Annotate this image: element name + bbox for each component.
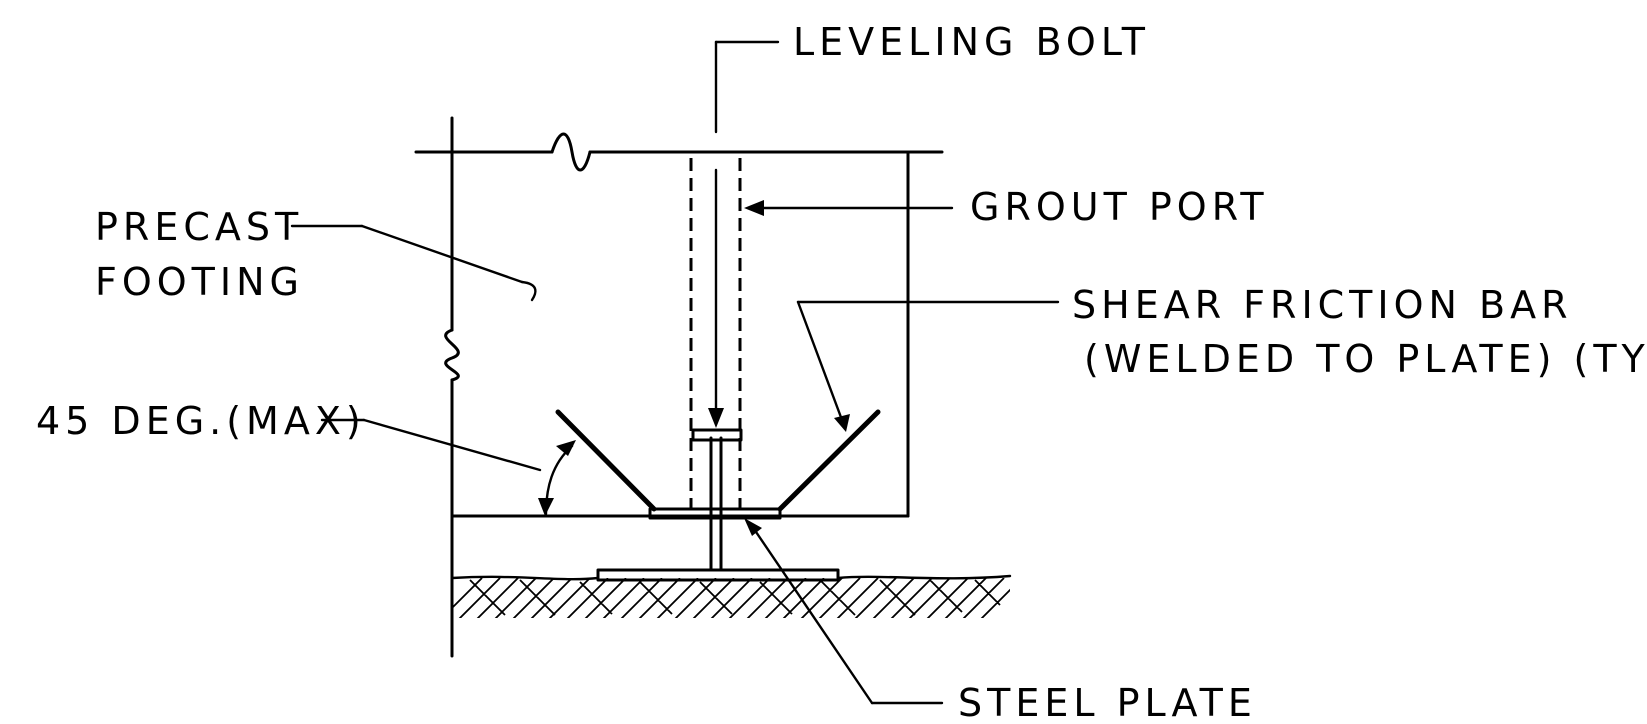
steel-plate — [596, 507, 840, 582]
label-shear-friction-line1: SHEAR FRICTION BAR — [1072, 283, 1573, 327]
grout-flow-arrow — [708, 168, 724, 428]
label-angle: 45 DEG.(MAX) — [36, 399, 366, 443]
leveling-bolt — [691, 40, 780, 572]
label-leveling-bolt: LEVELING BOLT — [793, 20, 1150, 64]
precast-footing-leader — [290, 224, 537, 302]
shear-friction-bars — [555, 409, 881, 512]
soil-hatching — [452, 578, 1010, 618]
shear-friction-leader — [796, 300, 1060, 432]
steel-plate-leader — [744, 518, 944, 705]
label-grout-port: GROUT PORT — [970, 185, 1269, 229]
label-shear-friction-line2: (WELDED TO PLATE) (TYP) — [1084, 337, 1647, 381]
angle-dimension — [320, 418, 576, 516]
label-steel-plate: STEEL PLATE — [958, 681, 1257, 724]
ground-surface — [450, 574, 1012, 618]
label-precast-footing-line1: PRECAST — [95, 205, 303, 249]
precast-footing-outline — [414, 116, 944, 658]
grout-port-leader — [744, 200, 954, 216]
label-precast-footing-line2: FOOTING — [95, 260, 304, 304]
